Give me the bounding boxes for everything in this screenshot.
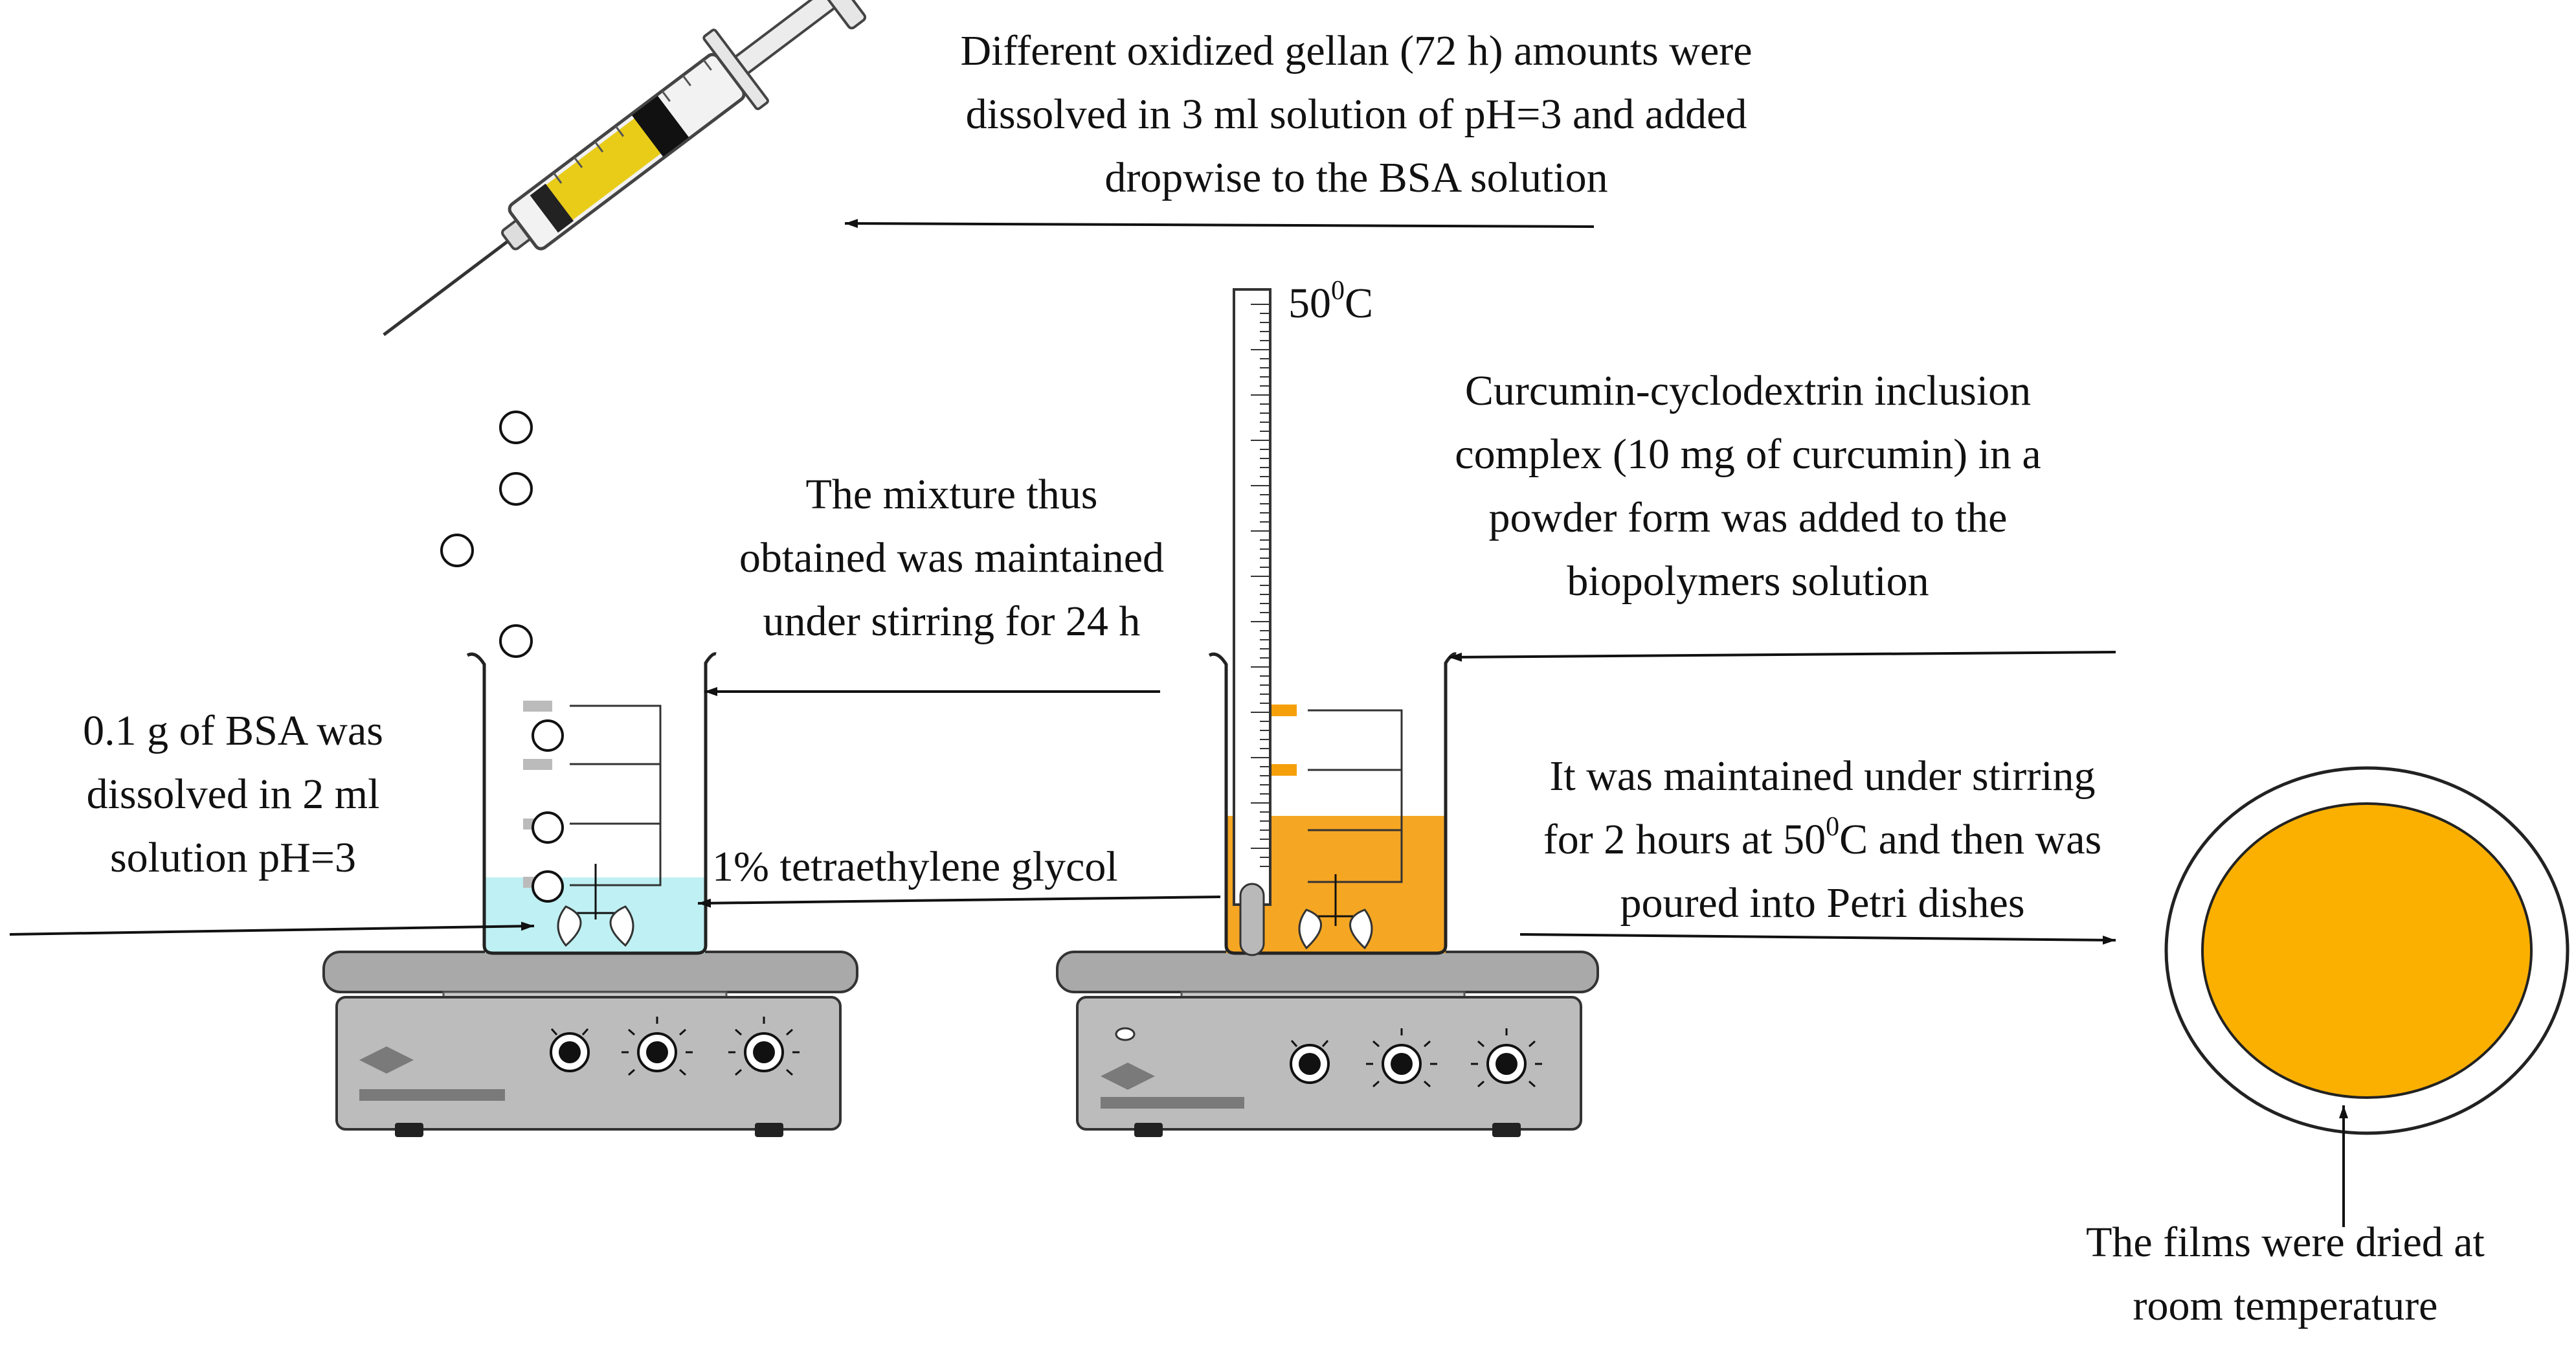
stirring-note-line: for 2 hours at 500C and then was bbox=[1543, 812, 2102, 863]
drops bbox=[440, 411, 533, 658]
syringe-note-line: Different oxidized gellan (72 h) amounts… bbox=[960, 27, 1753, 74]
petri-film bbox=[2201, 802, 2533, 1099]
thermometer-value: 50 bbox=[1288, 280, 1331, 327]
stir-bar-icon bbox=[1298, 874, 1373, 950]
knob-icon bbox=[728, 1017, 800, 1076]
knob-icon bbox=[1366, 1028, 1437, 1088]
curcumin-note-line: complex (10 mg of curcumin) in a bbox=[1455, 431, 2041, 478]
bsa-note-line: dissolved in 2 ml bbox=[86, 771, 380, 818]
arrow-glycol bbox=[697, 896, 1221, 908]
curcumin-note-line: powder form was added to the bbox=[1488, 494, 2008, 541]
syringe-note-line: dissolved in 3 ml solution of pH=3 and a… bbox=[965, 91, 1747, 138]
thermometer-label: 500C bbox=[1288, 272, 1373, 335]
dried-note-line: The films were dried at bbox=[2086, 1219, 2485, 1266]
beaker-left bbox=[466, 652, 717, 955]
mixture-note: The mixture thus obtained was maintained… bbox=[680, 463, 1224, 653]
mixture-note-line: obtained was maintained bbox=[739, 534, 1165, 581]
stirrer-right bbox=[1056, 951, 1599, 1137]
syringe-note-line: dropwise to the BSA solution bbox=[1104, 154, 1608, 201]
syringe-note: Different oxidized gellan (72 h) amounts… bbox=[822, 19, 1890, 210]
curcumin-note: Curcumin-cyclodextrin inclusion complex … bbox=[1347, 359, 2149, 613]
bsa-note-line: 0.1 g of BSA was bbox=[83, 707, 383, 754]
dried-note: The films were dried at room temperature bbox=[2026, 1211, 2544, 1338]
stir-bar-icon bbox=[557, 864, 634, 947]
knob-icon bbox=[1290, 1040, 1330, 1084]
knob-icon bbox=[1471, 1028, 1542, 1088]
syringe-icon bbox=[383, 0, 867, 337]
curcumin-note-line: biopolymers solution bbox=[1567, 558, 1929, 605]
knob-icon bbox=[550, 1028, 590, 1072]
stirrer-left bbox=[322, 951, 858, 1137]
curcumin-note-line: Curcumin-cyclodextrin inclusion bbox=[1464, 367, 2032, 414]
glycol-note-text: 1% tetraethylene glycol bbox=[712, 843, 1118, 890]
arrow-to-petri bbox=[1519, 933, 2116, 945]
degree-sup: 0 bbox=[1331, 276, 1345, 306]
degree-sup: 0 bbox=[1826, 812, 1840, 842]
stirring-note-line: It was maintained under stirring bbox=[1549, 752, 2096, 800]
glycol-note: 1% tetraethylene glycol bbox=[712, 835, 1118, 899]
dried-note-line: room temperature bbox=[2133, 1282, 2438, 1329]
stirring-note: It was maintained under stirring for 2 h… bbox=[1470, 745, 2175, 935]
petri-dish-icon bbox=[2164, 766, 2570, 1135]
arrows bbox=[9, 219, 2348, 1227]
arrow-to-syringe bbox=[844, 219, 1595, 229]
bsa-note-line: solution pH=3 bbox=[109, 834, 357, 881]
thermometer-icon bbox=[1233, 288, 1271, 956]
thermometer-unit: C bbox=[1345, 280, 1374, 327]
mixture-note-line: The mixture thus bbox=[805, 471, 1098, 518]
mixture-note-line: under stirring for 24 h bbox=[763, 598, 1141, 645]
arrow-bsa bbox=[9, 921, 535, 936]
bsa-note: 0.1 g of BSA was dissolved in 2 ml solut… bbox=[26, 699, 440, 890]
arrow-curcumin bbox=[1448, 651, 2116, 662]
knob-icon bbox=[622, 1017, 693, 1076]
stirring-note-line: poured into Petri dishes bbox=[1620, 879, 2025, 927]
